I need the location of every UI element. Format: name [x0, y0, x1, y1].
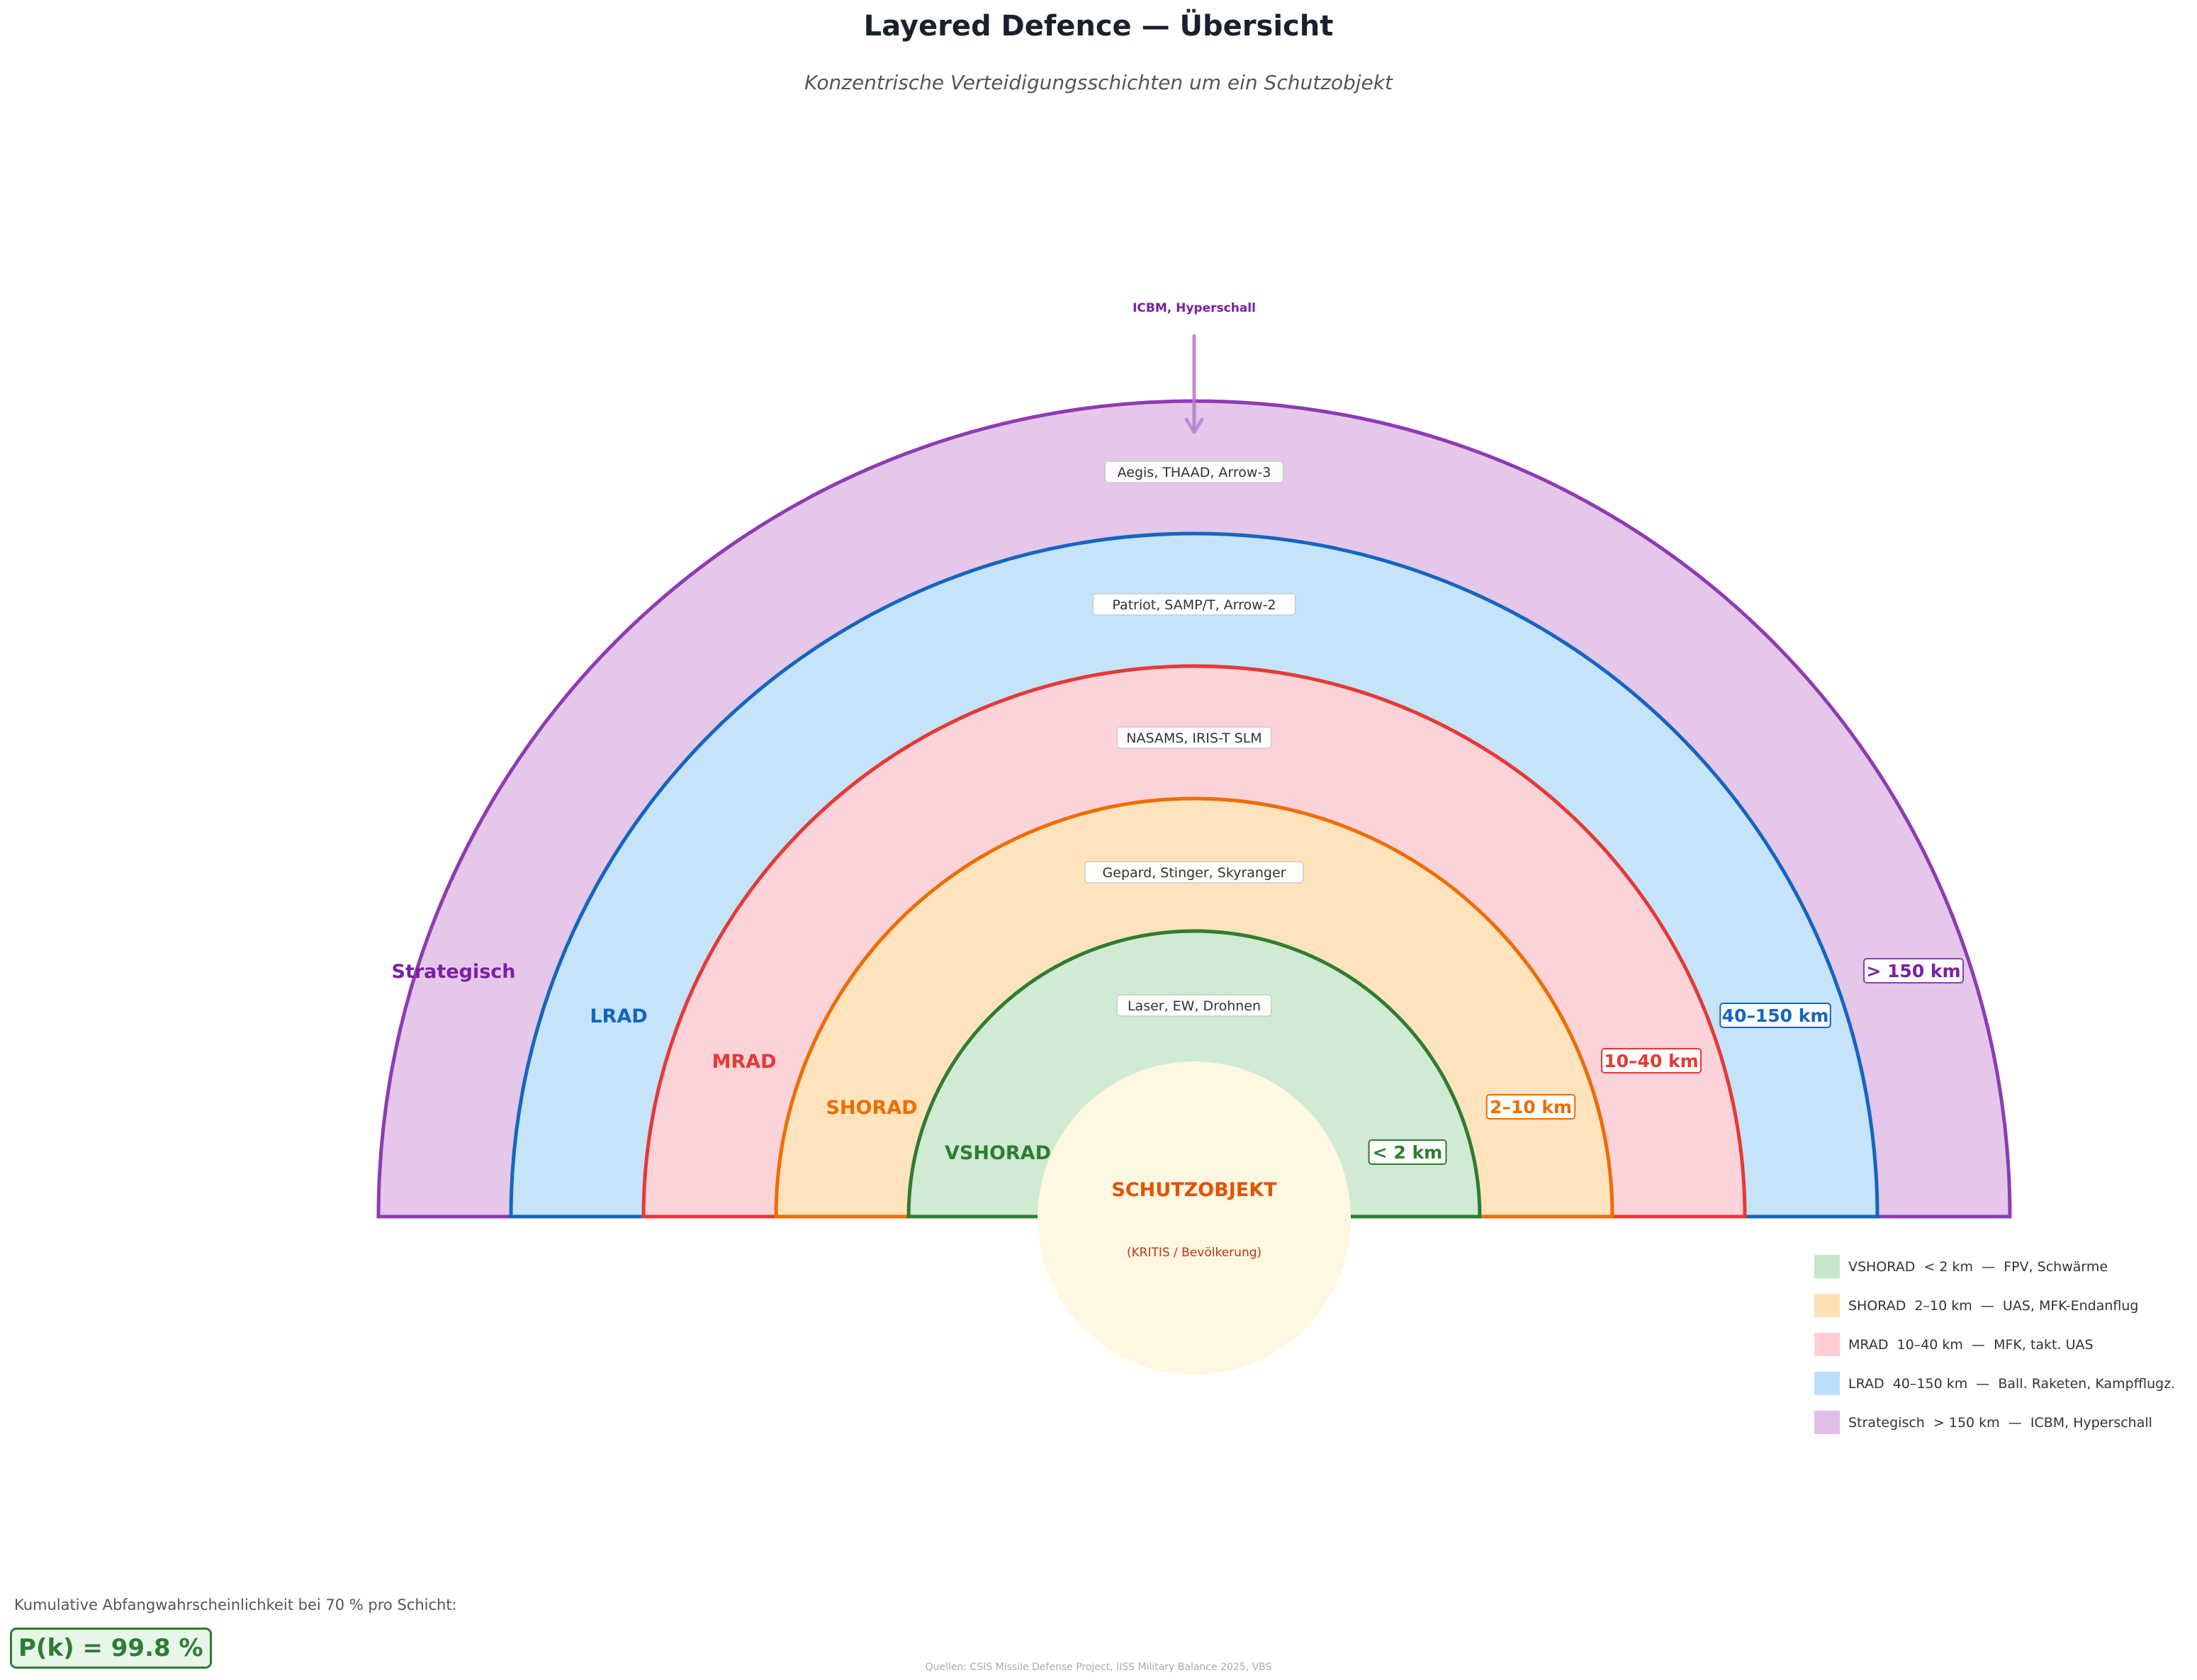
range-badge-strategisch: > 150 km [1863, 958, 1964, 983]
systems-label-shorad: Gepard, Stinger, Skyranger [1084, 861, 1304, 884]
svg-text:2–10 km: 2–10 km [1490, 1097, 1572, 1117]
svg-text:> 150 km: > 150 km [1866, 961, 1960, 981]
range-badge-shorad: 2–10 km [1485, 1094, 1576, 1120]
diagram-subtitle: Konzentrische Verteidigungsschichten um … [804, 71, 1393, 94]
layer-name-mrad: MRAD [712, 1051, 777, 1073]
legend-item: MRAD 10–40 km — MFK, takt. UAS [1814, 1325, 2175, 1364]
layer-name-strategisch: Strategisch [392, 961, 516, 983]
systems-label-vshorad: Laser, EW, Drohnen [1116, 994, 1272, 1017]
probability-caption: Kumulative Abfangwahrscheinlichkeit bei … [14, 1596, 457, 1613]
protected-object-title: SCHUTZOBJEKT [1111, 1179, 1277, 1201]
protected-object-subtitle: (KRITIS / Bevölkerung) [1127, 1246, 1262, 1260]
layer-name-vshorad: VSHORAD [945, 1142, 1051, 1164]
legend-item: LRAD 40–150 km — Ball. Raketen, Kampfflu… [1814, 1364, 2175, 1403]
layer-name-lrad: LRAD [590, 1005, 647, 1027]
svg-text:40–150 km: 40–150 km [1722, 1005, 1829, 1026]
legend-item: Strategisch > 150 km — ICBM, Hyperschall [1814, 1403, 2175, 1442]
range-badge-lrad: 40–150 km [1719, 1003, 1831, 1028]
range-badge-mrad: 10–40 km [1601, 1048, 1702, 1073]
legend-swatch [1814, 1255, 1840, 1278]
threat-label: ICBM, Hyperschall [1133, 301, 1256, 315]
ring-labels: Strategisch > 150 km Aegis, THAAD, Arrow-3… [392, 461, 1964, 1165]
systems-label-mrad: NASAMS, IRIS-T SLM [1116, 726, 1272, 749]
probability-value: P(k) = 99.8 % [10, 1628, 212, 1669]
legend-swatch [1814, 1294, 1840, 1317]
svg-text:Aegis, THAAD, Arrow-3: Aegis, THAAD, Arrow-3 [1118, 465, 1271, 480]
arrow-down-icon [1184, 417, 1204, 434]
systems-label-lrad: Patriot, SAMP/T, Arrow-2 [1092, 593, 1296, 616]
legend-swatch [1814, 1411, 1840, 1434]
legend-swatch [1814, 1333, 1840, 1356]
sources-footnote: Quellen: CSIS Missile Defense Project, I… [925, 1662, 1272, 1673]
svg-text:< 2 km: < 2 km [1373, 1142, 1442, 1163]
svg-text:Patriot, SAMP/T, Arrow-2: Patriot, SAMP/T, Arrow-2 [1112, 597, 1276, 613]
systems-label-strategisch: Aegis, THAAD, Arrow-3 [1104, 461, 1284, 483]
legend-swatch [1814, 1372, 1840, 1395]
svg-text:Laser, EW, Drohnen: Laser, EW, Drohnen [1128, 998, 1261, 1014]
legend-label: Strategisch > 150 km — ICBM, Hyperschall [1848, 1414, 2152, 1431]
svg-text:Gepard, Stinger, Skyranger: Gepard, Stinger, Skyranger [1103, 865, 1286, 881]
legend-label: SHORAD 2–10 km — UAS, MFK-Endanflug [1848, 1297, 2139, 1314]
legend-label: MRAD 10–40 km — MFK, takt. UAS [1848, 1336, 2094, 1353]
svg-text:10–40 km: 10–40 km [1604, 1051, 1698, 1071]
legend-label: VSHORAD < 2 km — FPV, Schwärme [1848, 1258, 2108, 1275]
threat-arrow: ICBM, Hyperschall [1133, 301, 1256, 434]
protected-object-circle [1038, 1061, 1351, 1375]
legend-label: LRAD 40–150 km — Ball. Raketen, Kampfflu… [1848, 1375, 2176, 1392]
layer-name-shorad: SHORAD [826, 1097, 917, 1119]
diagram-title: Layered Defence — Übersicht [863, 10, 1334, 43]
svg-text:NASAMS, IRIS-T SLM: NASAMS, IRIS-T SLM [1126, 731, 1262, 746]
range-badge-vshorad: < 2 km [1368, 1139, 1447, 1165]
legend-item: SHORAD 2–10 km — UAS, MFK-Endanflug [1814, 1286, 2175, 1325]
legend-item: VSHORAD < 2 km — FPV, Schwärme [1814, 1247, 2175, 1286]
